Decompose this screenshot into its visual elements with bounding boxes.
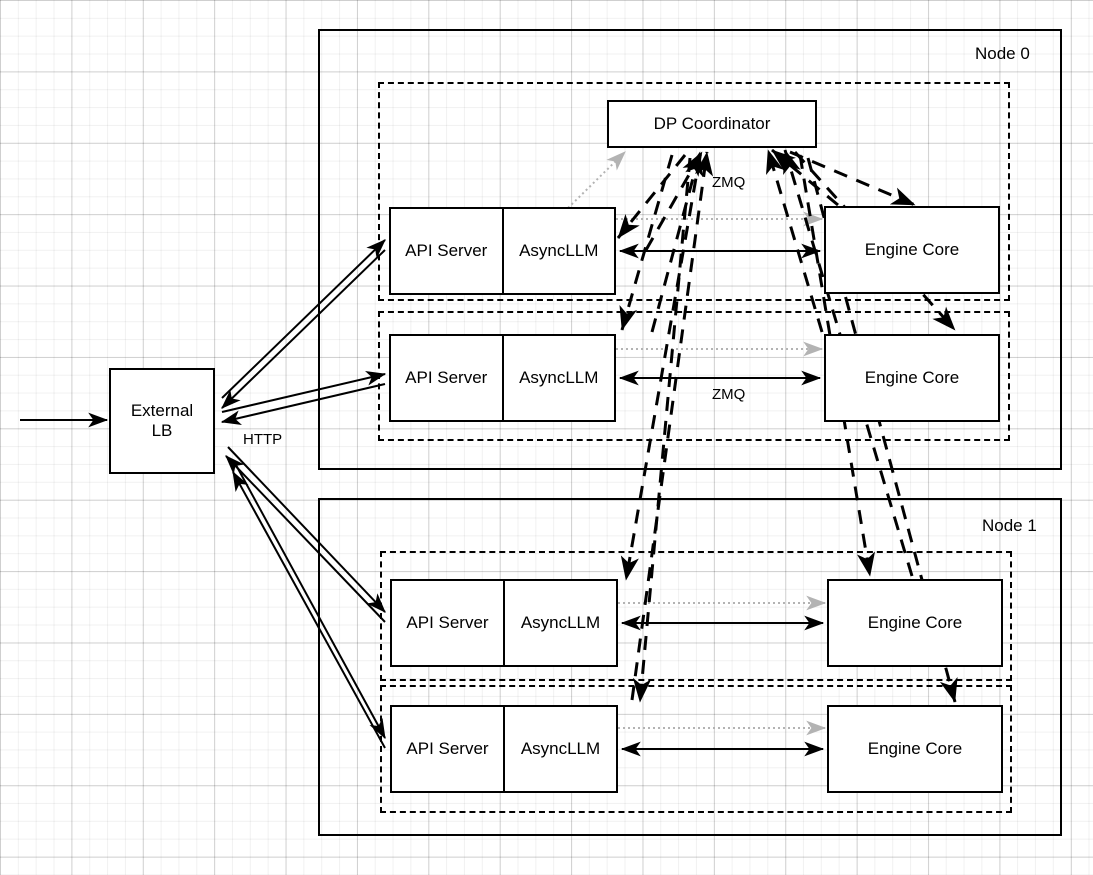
external-lb-label-line1: External — [130, 401, 194, 421]
external-lb-box[interactable]: External LB — [109, 368, 215, 474]
edge-async-coord-0-1 — [650, 151, 703, 333]
async-llm-label: AsyncLLM — [519, 368, 599, 387]
async-llm-cell[interactable]: AsyncLLM — [501, 209, 615, 293]
edge-lb-api-1-0-out — [227, 446, 386, 613]
node-0-replica-0-group — [378, 82, 1010, 301]
async-llm-cell[interactable]: AsyncLLM — [503, 581, 616, 665]
engine-core-label: Engine Core — [864, 240, 960, 260]
node-0-replica-1-apiserver-asyncllm[interactable]: API Server AsyncLLM — [389, 334, 616, 422]
node-1-replica-0-engine-core[interactable]: Engine Core — [827, 579, 1003, 667]
node-0-label: Node 0 — [975, 44, 1030, 63]
async-llm-label: AsyncLLM — [519, 241, 599, 260]
node-0-replica-0-engine-core[interactable]: Engine Core — [824, 206, 1000, 294]
api-server-cell[interactable]: API Server — [391, 209, 502, 293]
node-1-replica-1-apiserver-asyncllm[interactable]: API Server AsyncLLM — [390, 705, 618, 793]
edge-lb-api-1-1-out — [235, 464, 386, 740]
api-server-cell[interactable]: API Server — [392, 581, 503, 665]
zmq-label-0-1: ZMQ — [712, 386, 746, 403]
api-server-label: API Server — [406, 739, 489, 758]
async-llm-cell[interactable]: AsyncLLM — [503, 707, 616, 791]
edge-lb-api-0-0-in — [221, 249, 386, 409]
api-server-cell[interactable]: API Server — [391, 336, 502, 420]
async-llm-label: AsyncLLM — [520, 613, 601, 632]
api-server-label: API Server — [406, 613, 489, 632]
node-0-container — [318, 29, 1062, 470]
api-server-label: API Server — [405, 368, 488, 387]
edge-dotted-async-coordinator — [567, 151, 626, 209]
engine-core-label: Engine Core — [867, 613, 963, 633]
edge-engine-coord-0-1 — [766, 149, 824, 333]
edge-async-coord-0-0 — [644, 151, 704, 251]
edge-lb-api-0-1-in — [220, 383, 386, 425]
dp-coordinator-label: DP Coordinator — [653, 114, 771, 134]
node-1-replica-0-group — [380, 551, 1012, 681]
node-1-label: Node 1 — [982, 516, 1037, 535]
edge-lb-api-0-1-out — [221, 371, 387, 413]
node-0-replica-0-apiserver-asyncllm[interactable]: API Server AsyncLLM — [389, 207, 616, 295]
dp-coordinator-box[interactable]: DP Coordinator — [607, 100, 817, 148]
node-1-replica-1-engine-core[interactable]: Engine Core — [827, 705, 1003, 793]
node-1-container — [318, 498, 1062, 836]
edge-lb-api-0-0-out — [221, 239, 386, 399]
engine-core-label: Engine Core — [867, 739, 963, 759]
engine-core-label: Engine Core — [864, 368, 960, 388]
external-lb-label-line2: LB — [151, 421, 173, 440]
api-server-label: API Server — [405, 241, 488, 260]
zmq-label-0-0: ZMQ — [712, 174, 746, 191]
edge-coord-async-1-1 — [632, 157, 692, 703]
async-llm-label: AsyncLLM — [520, 739, 601, 758]
edge-async-coord-1-0 — [630, 151, 714, 701]
node-1-replica-1-group — [380, 685, 1012, 813]
edge-lb-api-1-1-in — [232, 470, 386, 749]
node-1-replica-0-apiserver-asyncllm[interactable]: API Server AsyncLLM — [390, 579, 618, 667]
edge-coord-async-0-0 — [616, 154, 687, 239]
api-server-cell[interactable]: API Server — [392, 707, 503, 791]
node-0-replica-1-engine-core[interactable]: Engine Core — [824, 334, 1000, 422]
async-llm-cell[interactable]: AsyncLLM — [501, 336, 615, 420]
http-label: HTTP — [243, 431, 283, 448]
edge-lb-api-1-0-in — [225, 455, 386, 623]
